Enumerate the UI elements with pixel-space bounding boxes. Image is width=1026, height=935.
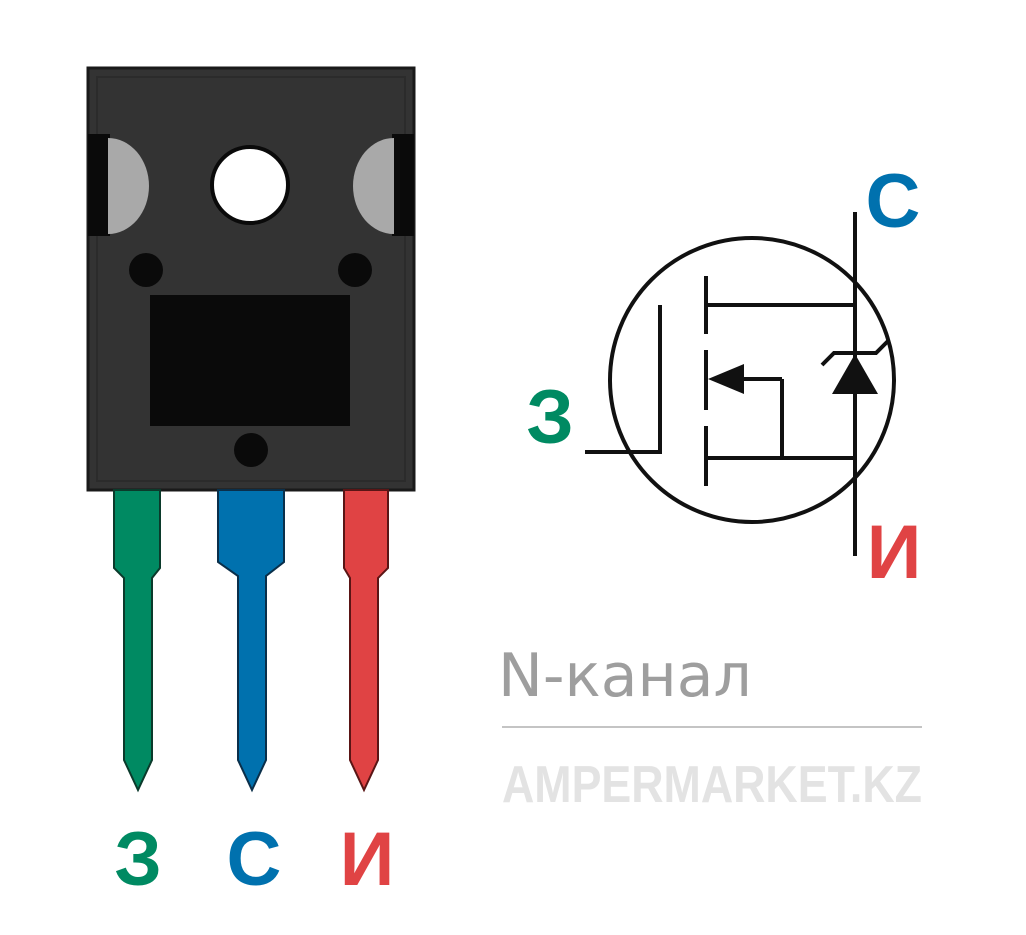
ejector-dot-left xyxy=(129,253,163,287)
symbol-label-source: И xyxy=(867,510,922,595)
symbol-label-drain: С xyxy=(866,159,921,244)
channel-type-label: N-канал xyxy=(498,641,752,711)
channel-arrow-icon xyxy=(708,364,744,394)
transistor-package xyxy=(86,66,416,492)
package-inner-border xyxy=(96,76,406,482)
gate-lead xyxy=(113,489,161,793)
die-area xyxy=(150,295,350,426)
diode-cathode-bar xyxy=(820,339,890,367)
left-notch-shade xyxy=(108,138,149,234)
brand-watermark: AMPERMARKET.KZ xyxy=(502,756,922,814)
left-notch xyxy=(88,134,110,236)
symbol-label-gate: З xyxy=(526,375,574,460)
ejector-dot-bottom xyxy=(234,433,268,467)
mounting-hole xyxy=(210,145,290,225)
pin-gate xyxy=(113,489,161,793)
right-notch-shade xyxy=(353,138,394,234)
gate-wire xyxy=(585,305,662,454)
pin-label-drain: С xyxy=(227,817,282,902)
diode-triangle-icon xyxy=(832,354,878,394)
source-lead xyxy=(343,489,389,793)
drain-lead xyxy=(217,489,285,793)
ejector-dot-right xyxy=(338,253,372,287)
pin-label-gate: З xyxy=(114,817,162,902)
right-notch xyxy=(392,134,414,236)
pin-source xyxy=(343,489,389,793)
pin-drain xyxy=(217,489,285,793)
mosfet-symbol xyxy=(585,212,896,556)
pin-label-source: И xyxy=(340,817,395,902)
symbol-circle xyxy=(608,236,896,524)
